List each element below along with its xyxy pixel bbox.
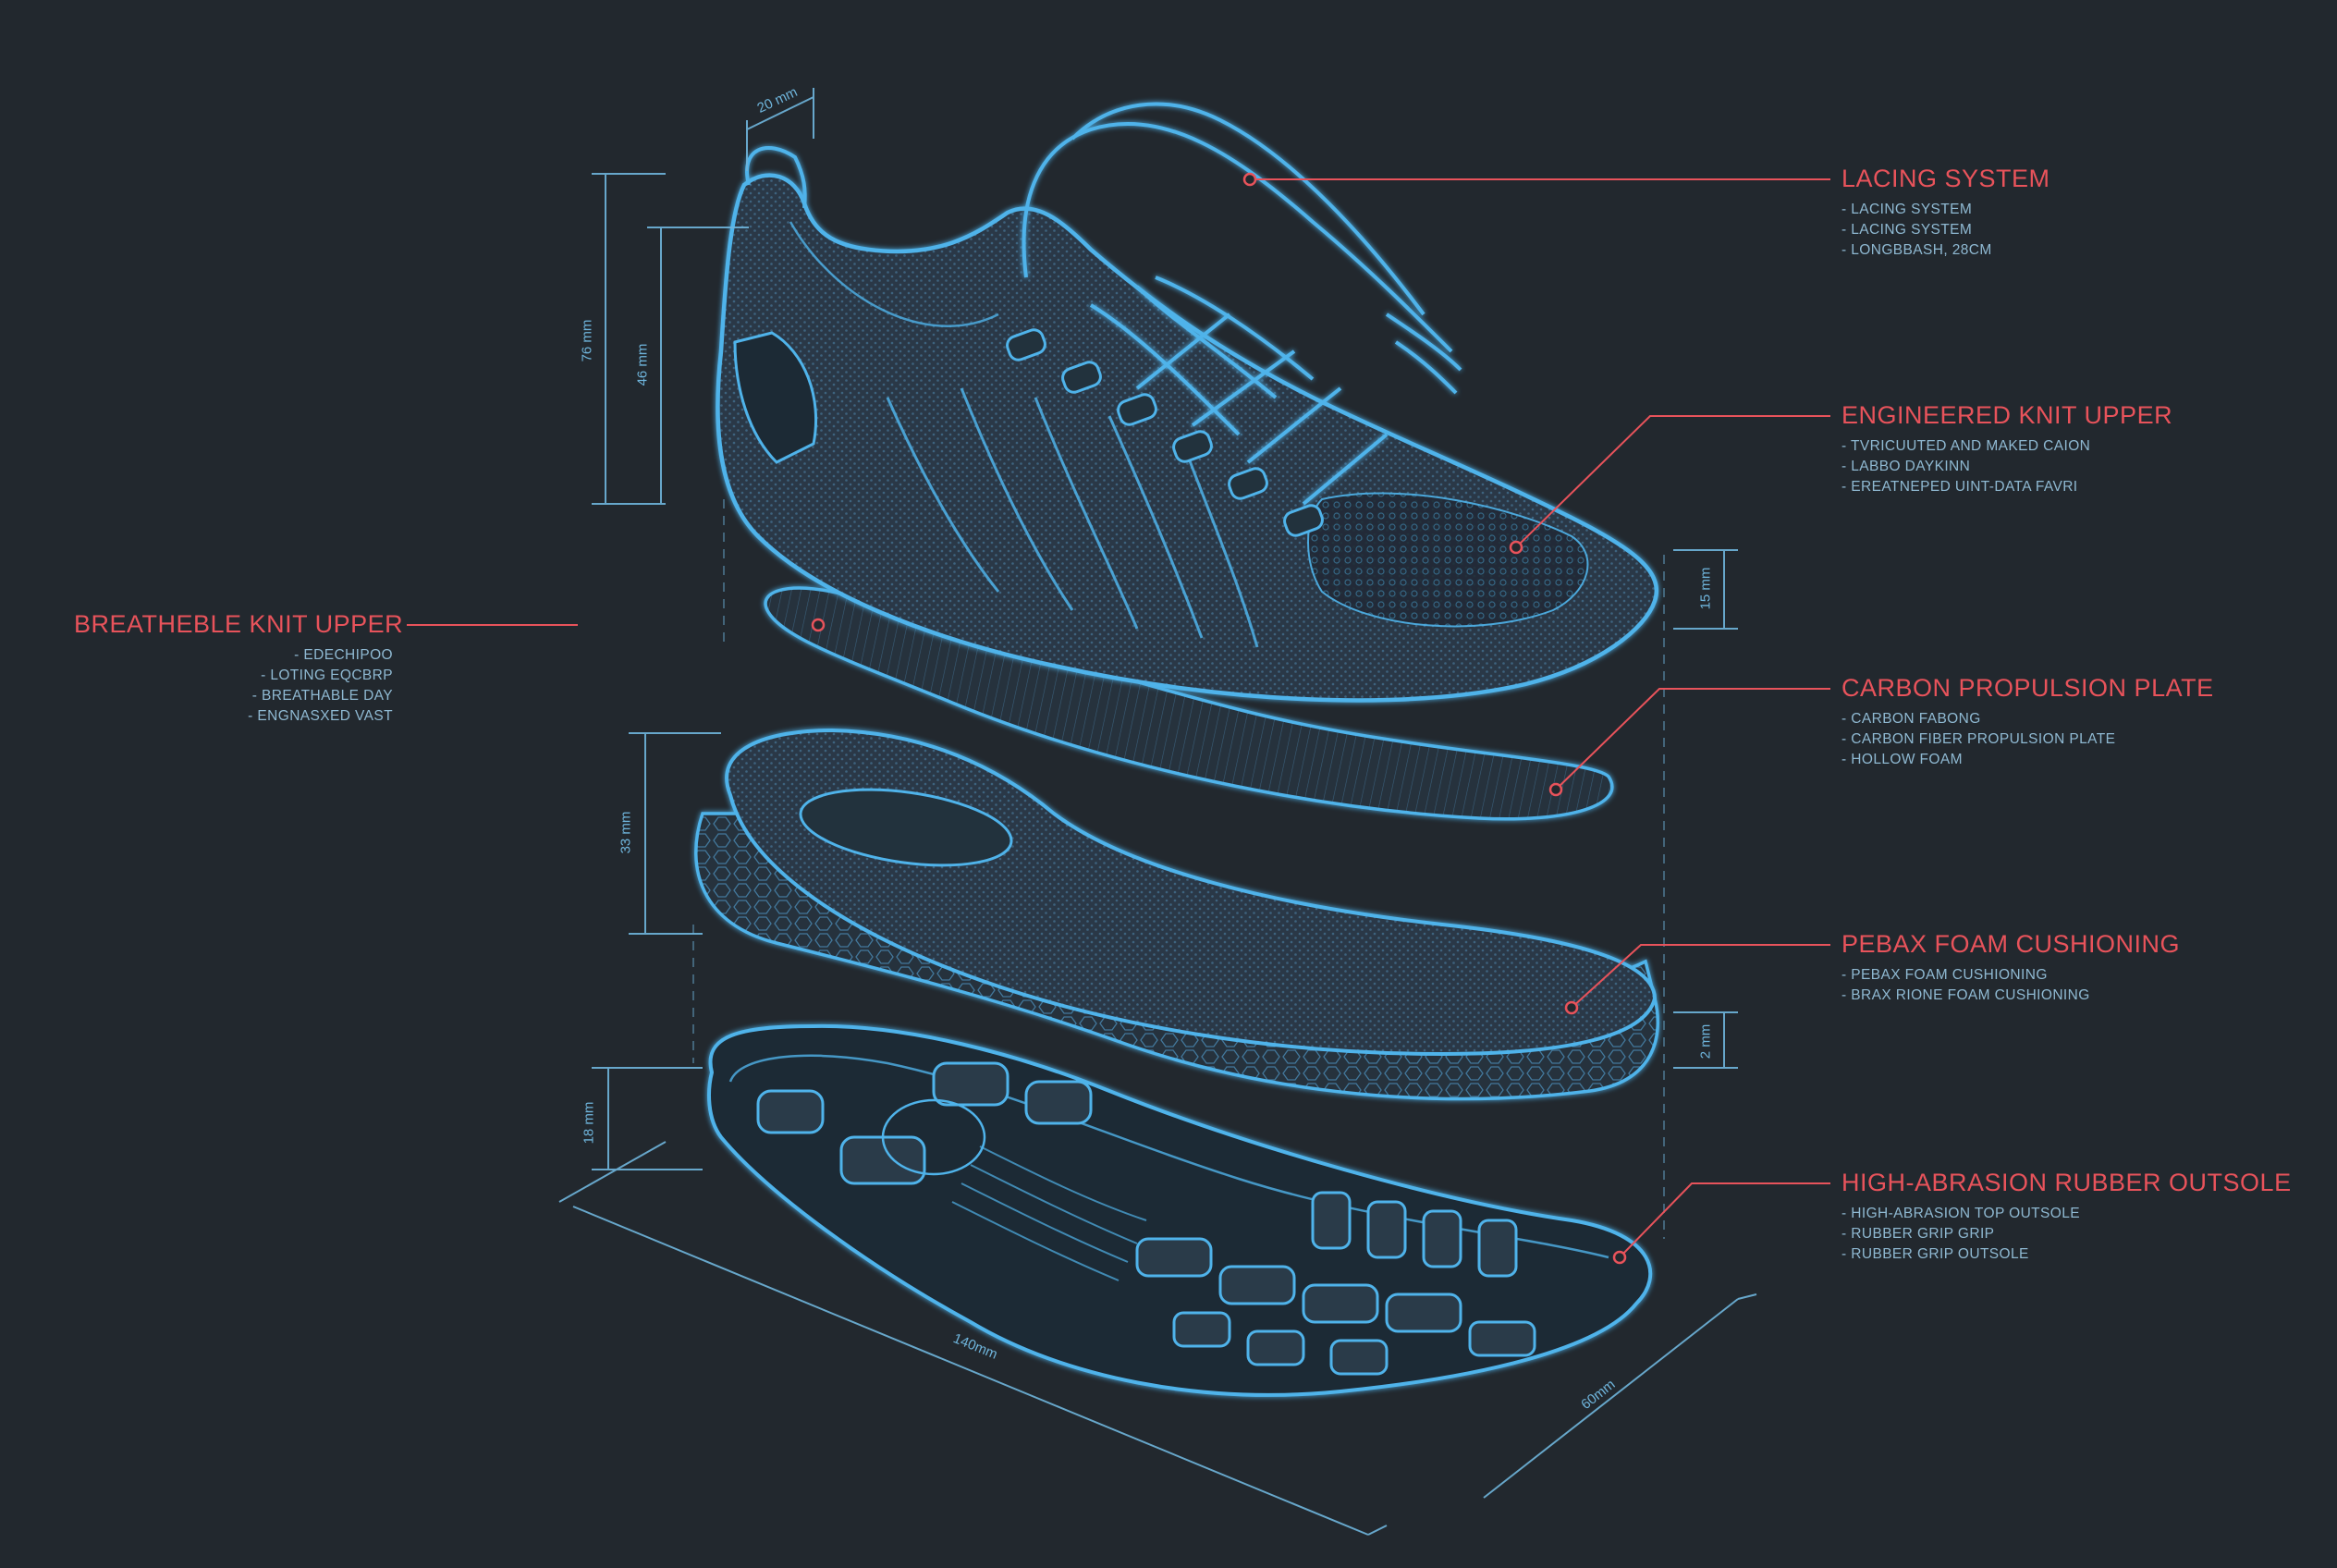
callout-title: PEBAX FOAM CUSHIONING <box>1841 930 2181 958</box>
callout-spec-line: - HOLLOW FOAM <box>1841 752 1963 767</box>
callout-title: LACING SYSTEM <box>1841 165 2050 192</box>
callout-spec-line: - CARBON FIBER PROPULSION PLATE <box>1841 731 2116 747</box>
callout-title: CARBON PROPULSION PLATE <box>1841 674 2214 702</box>
upper-overlays <box>886 387 1259 648</box>
upper-layer <box>716 146 1659 703</box>
callout-spec-line: - PEBAX FOAM CUSHIONING <box>1841 967 2048 983</box>
callout-pebax-foam-cushioning: PEBAX FOAM CUSHIONING - PEBAX FOAM CUSHI… <box>1841 928 2180 1006</box>
callout-spec-line: - RUBBER GRIP GRIP <box>1841 1226 1995 1242</box>
callout-title: BREATHEBLE KNIT UPPER <box>74 610 404 638</box>
callout-spec-line: - LOTING EQCBRP <box>261 668 393 683</box>
dimension-lines <box>558 88 1757 1536</box>
callout-dot-icon <box>1564 1000 1579 1015</box>
callout-spec-line: - EDECHIPOO <box>294 647 393 663</box>
callout-dot-icon <box>1548 782 1563 797</box>
callout-dot-icon <box>811 618 826 632</box>
dimension-outsole-height: 18 mm <box>581 1101 597 1145</box>
callout-carbon-propulsion-plate: CARBON PROPULSION PLATE - CARBON FABONG … <box>1841 672 2214 770</box>
callout-title: HIGH-ABRASION RUBBER OUTSOLE <box>1841 1169 2292 1196</box>
callout-dot-icon <box>1509 540 1523 555</box>
dimension-upper-height: 76 mm <box>579 319 595 362</box>
callout-spec-line: - CARBON FABONG <box>1841 711 1981 727</box>
dimension-toe-height: 15 mm <box>1697 567 1714 610</box>
callout-spec-line: - HIGH-ABRASION TOP OUTSOLE <box>1841 1206 2080 1221</box>
callout-spec-line: - LACING SYSTEM <box>1841 222 1973 238</box>
callout-dot-icon <box>1612 1250 1627 1265</box>
toe-mesh <box>1307 492 1589 628</box>
callout-breathable-knit-upper: BREATHEBLE KNIT UPPER - EDECHIPOO - LOTI… <box>74 608 404 727</box>
callout-dot-icon <box>1242 172 1257 187</box>
callout-spec-line: - LABBO DAYKINN <box>1841 459 1971 474</box>
callout-spec-line: - LACING SYSTEM <box>1841 202 1973 217</box>
dimension-collar-height: 46 mm <box>634 343 651 386</box>
callout-leaders <box>407 178 1830 1258</box>
heel-tab <box>745 146 807 209</box>
callout-spec-line: - LONGBBASH, 28CM <box>1841 242 1992 258</box>
callout-spec-line: - ENGNASXED VAST <box>248 708 393 724</box>
outsole-flex-grooves <box>951 1145 1147 1281</box>
callout-rubber-outsole: HIGH-ABRASION RUBBER OUTSOLE - HIGH-ABRA… <box>1841 1167 2292 1265</box>
laces <box>1022 102 1462 506</box>
alignment-guides <box>692 499 1665 1239</box>
dimension-foam-thickness: 2 mm <box>1697 1023 1714 1060</box>
heel-window <box>733 331 818 464</box>
dimension-midsole-height: 33 mm <box>618 811 634 854</box>
callout-spec-line: - RUBBER GRIP OUTSOLE <box>1841 1246 2029 1262</box>
callout-engineered-knit-upper: ENGINEERED KNIT UPPER - TVRICUUTED AND M… <box>1841 399 2172 497</box>
callout-spec-line: - BREATHABLE DAY <box>251 688 393 704</box>
callout-spec-line: - TVRICUUTED AND MAKED CAION <box>1841 438 2091 454</box>
collar-line <box>789 221 999 327</box>
callout-lacing-system: LACING SYSTEM - LACING SYSTEM - LACING S… <box>1841 163 2050 261</box>
callout-spec-line: - EREATNEPED UINT-DATA FAVRI <box>1841 479 2078 495</box>
outsole-layer <box>707 1023 1653 1397</box>
callout-spec-line: - BRAX RIONE FOAM CUSHIONING <box>1841 987 2090 1003</box>
callout-title: ENGINEERED KNIT UPPER <box>1841 401 2173 429</box>
midsole-layer <box>694 728 1659 1101</box>
callout-dots <box>811 172 1627 1265</box>
eyelet-row <box>1006 328 1324 537</box>
